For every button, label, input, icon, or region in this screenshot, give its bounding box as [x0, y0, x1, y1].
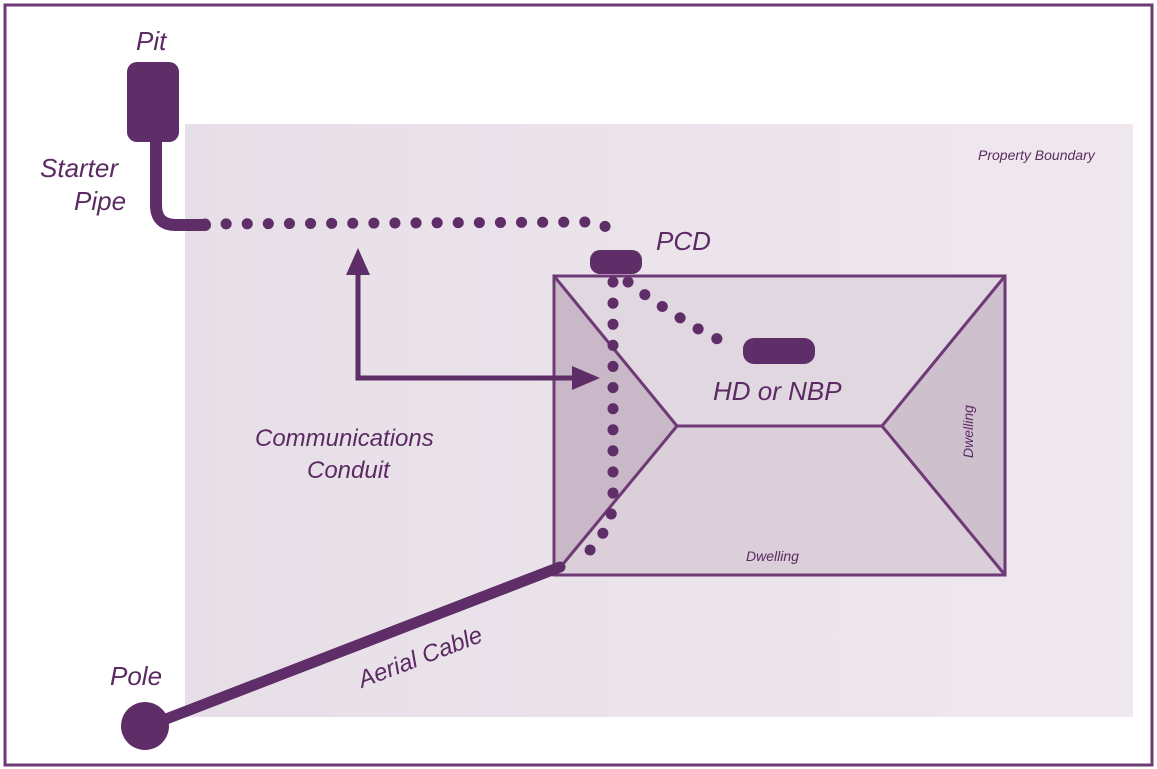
communications-conduit-label-line1: Communications	[255, 425, 434, 452]
hd-nbp-box	[743, 338, 815, 364]
pcd-box	[590, 250, 642, 274]
aerial-cable-line	[142, 561, 566, 732]
dwelling-right-label: Dwelling	[960, 405, 976, 458]
conduit-dotted-to-hd	[622, 276, 741, 354]
property-boundary-label: Property Boundary	[978, 147, 1096, 163]
arrow-up-head	[346, 248, 370, 275]
roof-right-facet	[882, 276, 1005, 575]
pit-icon	[127, 62, 179, 142]
dwelling	[552, 274, 1007, 577]
hd-nbp-label: HD or NBP	[713, 376, 842, 406]
outer-frame	[3, 3, 1154, 767]
conduit-dotted-vertical	[574, 276, 619, 566]
pole-icon	[121, 702, 169, 750]
roof-bottom-facet	[554, 426, 1005, 575]
pcd-label: PCD	[656, 226, 711, 256]
pole-label: Pole	[110, 661, 162, 691]
arrow-right-head	[572, 366, 600, 390]
conduit-pointer-arrow	[346, 248, 600, 390]
communications-conduit-label-line2: Conduit	[307, 457, 391, 484]
starter-pipe	[150, 134, 211, 231]
starter-pipe-label-line1: Starter	[40, 153, 119, 183]
conduit-dotted-top	[199, 216, 618, 251]
starter-pipe-label-line2: Pipe	[74, 186, 126, 216]
pit-label: Pit	[136, 26, 168, 56]
dwelling-bottom-label: Dwelling	[746, 548, 799, 564]
